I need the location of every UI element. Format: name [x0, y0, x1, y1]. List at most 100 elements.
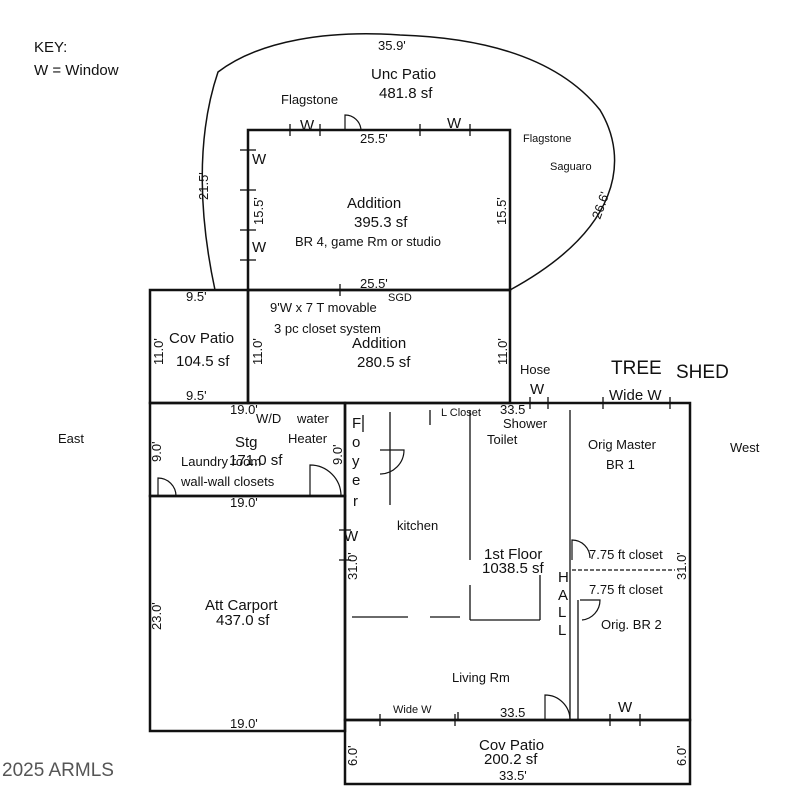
storage-dim-top: 19.0' — [230, 402, 258, 417]
carport-dim-bottom: 19.0' — [230, 716, 258, 731]
toilet-label: Toilet — [487, 432, 518, 447]
wd-label: W/D — [256, 411, 281, 426]
svg-text:A: A — [558, 587, 568, 604]
addition-lower-area: 280.5 sf — [357, 354, 411, 371]
closet1-label: 7.75 ft closet — [589, 547, 663, 562]
storage-label: Stg — [235, 434, 258, 451]
first-floor-label: 1st Floor — [484, 546, 542, 563]
first-floor-dim-right: 31.0' — [674, 552, 689, 580]
svg-text:L: L — [558, 604, 566, 621]
wide-w-top: Wide W — [609, 387, 662, 404]
water-label: water — [296, 411, 329, 426]
storage-area: 171.0 sf — [229, 452, 283, 469]
key-title: KEY: — [34, 39, 67, 56]
hall-label: H A L L — [558, 569, 569, 639]
addition-upper-label: Addition — [347, 195, 401, 212]
door-swing — [571, 539, 591, 560]
door-swing — [379, 449, 405, 475]
cov-patio-south-label: Cov Patio — [479, 737, 544, 754]
svg-text:W: W — [618, 699, 633, 716]
unc-patio-label: Unc Patio — [371, 66, 436, 83]
label-shed: SHED — [676, 362, 729, 383]
svg-text:W: W — [447, 115, 462, 132]
cov-patio-south-dim-bottom: 33.5' — [499, 768, 527, 783]
first-floor-dim-left: 31.0' — [345, 552, 360, 580]
key-line: W = Window — [34, 62, 119, 79]
kitchen-label: kitchen — [397, 518, 438, 533]
svg-text:W: W — [252, 151, 267, 168]
cov-patio-east-label: Cov Patio — [169, 330, 234, 347]
flagstone-left: Flagstone — [281, 92, 338, 107]
door-swing — [344, 114, 362, 131]
addition-lower-dim-right: 11.0' — [495, 338, 510, 365]
svg-text:e: e — [352, 472, 360, 489]
svg-text:W: W — [300, 117, 315, 134]
sgd-label: SGD — [388, 292, 412, 304]
closets-label: wall-wall closets — [180, 474, 275, 489]
l-closet-label: L Closet — [441, 407, 481, 419]
unc-patio-dim-right: 26.6' — [589, 190, 613, 221]
copyright: 2025 ARMLS — [2, 760, 114, 781]
closet-note-1: 9'W x 7 T movable — [270, 300, 377, 315]
cov-patio-south-dim-right: 6.0' — [674, 745, 689, 766]
br1-label: BR 1 — [606, 457, 635, 472]
svg-text:L: L — [558, 622, 566, 639]
addition-lower-dim-left: 11.0' — [250, 338, 265, 365]
window-markers: W W W W W W W — [252, 115, 633, 716]
addition-upper-note: BR 4, game Rm or studio — [295, 234, 441, 249]
window-ticks — [240, 124, 671, 726]
label-tree: TREE — [611, 358, 662, 379]
addition-upper-dim-right: 15.5' — [494, 197, 509, 225]
first-floor-area: 1038.5 sf — [482, 560, 545, 577]
carport-dim-left: 23.0' — [149, 602, 164, 630]
label-east: East — [58, 431, 84, 446]
saguaro: Saguaro — [550, 161, 592, 173]
flagstone-right: Flagstone — [523, 133, 571, 145]
cov-patio-east-dim-left: 11.0' — [151, 338, 166, 365]
svg-text:W: W — [530, 381, 545, 398]
carport-label: Att Carport — [205, 597, 278, 614]
svg-text:W: W — [344, 528, 359, 545]
hose-label: Hose — [520, 362, 550, 377]
cov-patio-south-dim-left: 6.0' — [345, 745, 360, 766]
orig-master-label: Orig Master — [588, 437, 657, 452]
door-swing — [309, 464, 342, 497]
laundry-label: Laundry room — [181, 454, 261, 469]
svg-text:o: o — [352, 434, 360, 451]
living-label: Living Rm — [452, 670, 510, 685]
unc-patio-area: 481.8 sf — [379, 85, 433, 102]
foyer-label: F o y e r — [352, 415, 361, 510]
addition-upper-dim-bottom: 25.5' — [360, 276, 388, 291]
svg-text:F: F — [352, 415, 361, 432]
unc-patio-dim-top: 35.9' — [378, 38, 406, 53]
wide-w-bottom: Wide W — [393, 704, 432, 716]
label-west: West — [730, 440, 760, 455]
addition-upper-dim-left: 15.5' — [251, 197, 266, 225]
storage-dim-bottom: 19.0' — [230, 495, 258, 510]
unc-patio-dim-left: 21.5' — [196, 172, 211, 200]
cov-patio-east-dim-bottom: 9.5' — [186, 388, 207, 403]
carport-area: 437.0 sf — [216, 612, 270, 629]
storage-dim-right: 9.0' — [330, 444, 345, 465]
first-floor-dim-bottom: 33.5 — [500, 705, 525, 720]
addition-upper-area: 395.3 sf — [354, 214, 408, 231]
door-swing — [580, 599, 601, 621]
shower-label: Shower — [503, 416, 548, 431]
storage-dim-left: 9.0' — [149, 441, 164, 462]
svg-text:y: y — [352, 453, 360, 470]
closet-note-2: 3 pc closet system — [274, 321, 381, 336]
heater-label: Heater — [288, 431, 328, 446]
cov-patio-east-area: 104.5 sf — [176, 353, 230, 370]
svg-text:r: r — [353, 493, 358, 510]
svg-text:W: W — [252, 239, 267, 256]
door-swing — [157, 477, 177, 497]
closet2-label: 7.75 ft closet — [589, 582, 663, 597]
addition-upper-dim-top: 25.5' — [360, 131, 388, 146]
unc-patio-outline — [201, 33, 616, 291]
cov-patio-south-area — [343, 718, 692, 786]
svg-text:H: H — [558, 569, 569, 586]
first-floor-dim-top: 33.5 — [500, 402, 525, 417]
door-swing — [544, 694, 571, 721]
orig-br2-label: Orig. BR 2 — [601, 617, 662, 632]
